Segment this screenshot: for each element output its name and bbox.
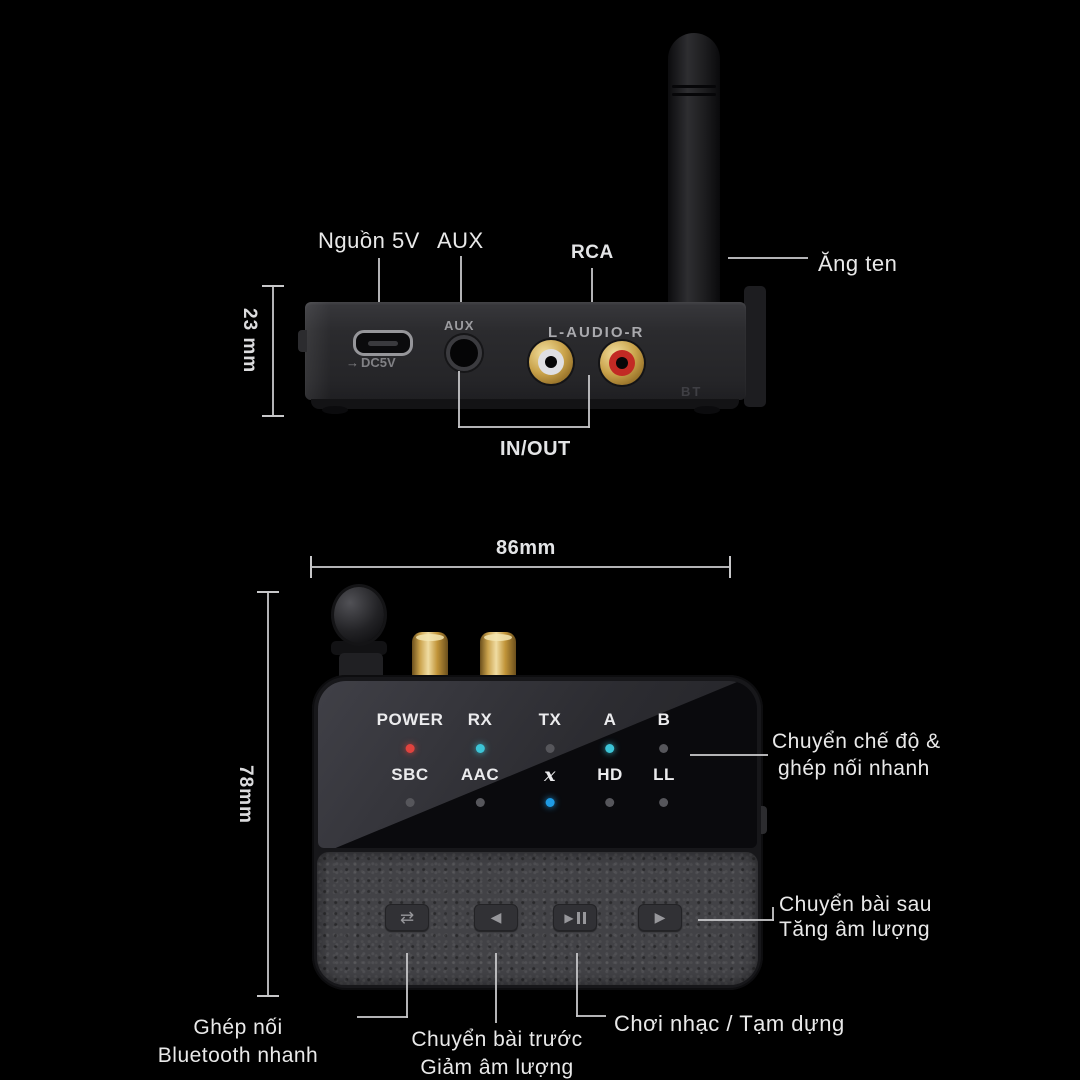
dim-86-line bbox=[310, 566, 731, 568]
indicator-label: AAC bbox=[460, 765, 500, 784]
previous-icon: ◀ bbox=[490, 909, 502, 925]
device-back-base bbox=[311, 399, 739, 409]
led-aptx bbox=[545, 798, 555, 807]
indicator-column-b-ll: B LL bbox=[653, 710, 675, 807]
dim-86-label: 86mm bbox=[496, 537, 556, 559]
led-aac bbox=[475, 798, 485, 807]
label-power-5v: Nguồn 5V bbox=[318, 228, 420, 253]
leader-rca bbox=[591, 268, 593, 324]
aux-port-label: AUX bbox=[444, 318, 475, 333]
dim-78-line bbox=[267, 591, 269, 997]
dim-23-cap-bottom bbox=[262, 415, 284, 417]
indicator-column-a-hd: A HD bbox=[597, 710, 623, 807]
dim-86-cap-right bbox=[729, 556, 731, 578]
next-track-button[interactable]: ▶ bbox=[638, 904, 682, 931]
antenna-mount bbox=[744, 286, 766, 407]
indicator-panel bbox=[318, 681, 757, 848]
leader-play-v bbox=[576, 953, 578, 1017]
leader-mode bbox=[690, 754, 768, 756]
label-antenna: Ăng ten bbox=[818, 251, 898, 276]
led-a bbox=[605, 744, 615, 753]
leader-next bbox=[698, 919, 774, 921]
label-previous-track: Chuyển bài trước Giảm âm lượng bbox=[411, 1028, 583, 1079]
pairing-button[interactable]: ⇄ bbox=[385, 904, 429, 931]
led-rx bbox=[475, 744, 485, 753]
bracket-right bbox=[588, 375, 590, 428]
mode-side-button[interactable] bbox=[761, 806, 767, 834]
led-hd bbox=[605, 798, 615, 807]
bracket-left bbox=[458, 371, 460, 428]
indicator-column-tx-aptx: TX x bbox=[539, 710, 562, 807]
device-foot bbox=[694, 406, 720, 414]
indicator-label: RX bbox=[467, 710, 493, 729]
rca-connector-top bbox=[412, 632, 448, 675]
label-quick-pairing: Ghép nối Bluetooth nhanh bbox=[157, 1016, 319, 1067]
bracket-bottom bbox=[458, 426, 590, 428]
indicator-label: B bbox=[657, 710, 671, 729]
label-in-out: IN/OUT bbox=[500, 438, 571, 460]
indicator-label: POWER bbox=[376, 710, 444, 729]
previous-track-button[interactable]: ◀ bbox=[474, 904, 518, 931]
leader-pair-h bbox=[357, 1016, 408, 1018]
leader-aux bbox=[460, 256, 462, 328]
led-power bbox=[405, 744, 415, 753]
button-panel bbox=[317, 852, 758, 985]
device-foot bbox=[322, 406, 348, 414]
label-next-track: Chuyển bài sau Tăng âm lượng bbox=[779, 893, 932, 941]
indicator-label: TX bbox=[538, 710, 562, 729]
dc5v-label: → DC5V bbox=[346, 355, 396, 370]
dim-23-line bbox=[272, 285, 274, 417]
label-play-pause: Chơi nhạc / Tạm dựng bbox=[614, 1011, 845, 1036]
next-icon: ▶ bbox=[654, 909, 666, 925]
dim-78-cap-bottom bbox=[257, 995, 279, 997]
leader-pair-v bbox=[406, 953, 408, 1018]
bt-marking: BT bbox=[681, 384, 703, 399]
plug-arrow-icon: → bbox=[346, 355, 359, 370]
antenna-hinge-collar bbox=[331, 641, 387, 655]
dim-23-label: 23 mm bbox=[239, 308, 260, 374]
aux-jack[interactable] bbox=[446, 335, 482, 371]
led-tx bbox=[545, 744, 555, 753]
led-b bbox=[659, 744, 669, 753]
leader-antenna bbox=[728, 257, 808, 259]
label-mode-switch: Chuyển chế độ & ghép nối nhanh bbox=[772, 730, 941, 780]
label-aux: AUX bbox=[437, 228, 484, 253]
side-detail bbox=[298, 330, 307, 352]
rca-port-label: L-AUDIO-R bbox=[548, 324, 645, 341]
indicator-label: A bbox=[603, 710, 617, 729]
rca-connector-top bbox=[480, 632, 516, 675]
rca-jack-white[interactable] bbox=[529, 340, 573, 384]
leader-next-tick bbox=[772, 907, 774, 921]
label-rca: RCA bbox=[571, 242, 614, 263]
led-sbc bbox=[405, 798, 415, 807]
indicator-label: SBC bbox=[391, 765, 429, 784]
led-ll bbox=[659, 798, 669, 807]
leader-play-h bbox=[576, 1015, 606, 1017]
pause-icon bbox=[576, 911, 586, 924]
aptx-label: x bbox=[544, 764, 556, 786]
rca-jack-red[interactable] bbox=[600, 341, 644, 385]
indicator-label: HD bbox=[597, 765, 623, 784]
usb-c-port[interactable] bbox=[353, 330, 413, 356]
leader-power bbox=[378, 258, 380, 326]
play-icon: ▶ bbox=[564, 910, 574, 925]
indicator-label: LL bbox=[653, 765, 675, 784]
indicator-column-rx-aac: RX AAC bbox=[461, 710, 499, 807]
play-pause-button[interactable]: ▶ bbox=[553, 904, 597, 931]
antenna-hinge-base bbox=[339, 653, 383, 676]
antenna-ball-joint bbox=[334, 587, 384, 643]
pairing-icon: ⇄ bbox=[399, 907, 415, 927]
dim-78-label: 78mm bbox=[235, 765, 256, 824]
indicator-column-power-sbc: POWER SBC bbox=[377, 710, 444, 807]
leader-prev bbox=[495, 953, 497, 1023]
